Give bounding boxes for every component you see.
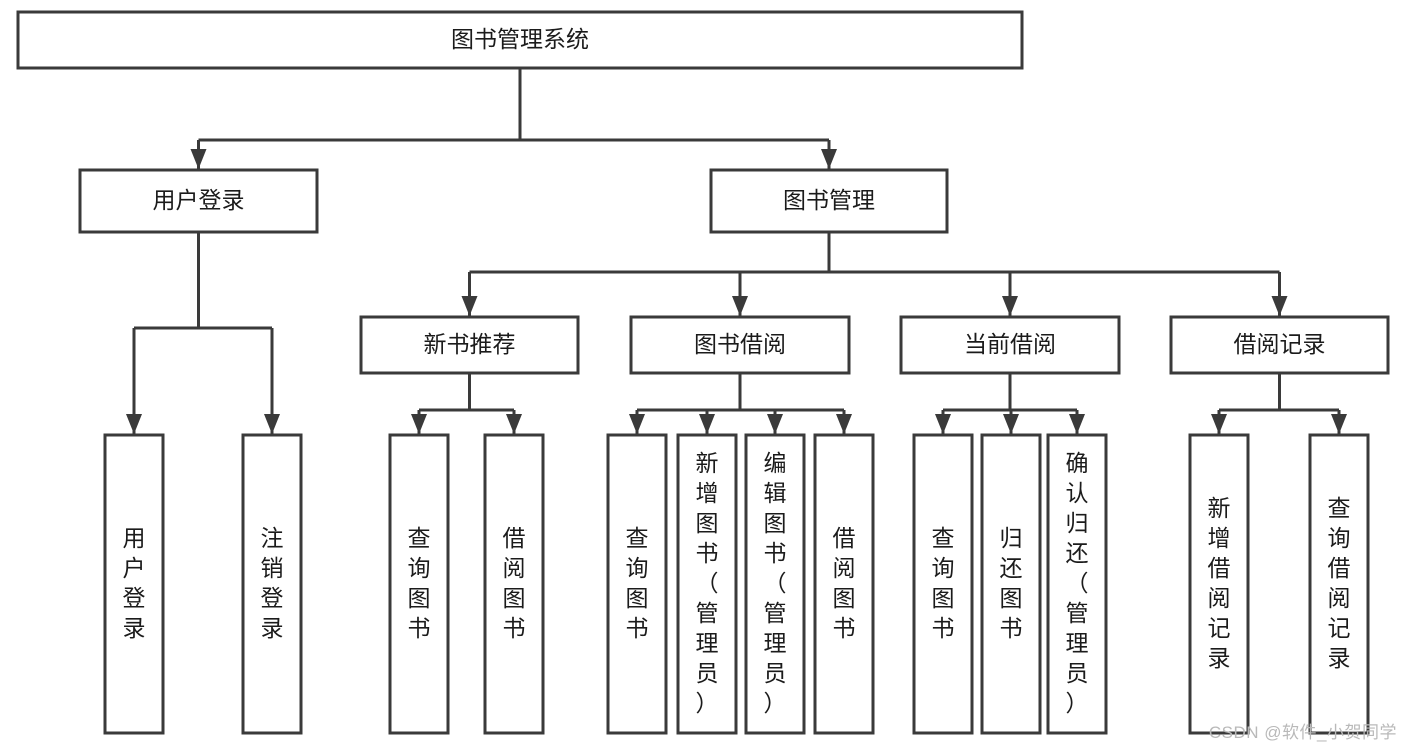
- arrow-head-icon: [1271, 296, 1288, 316]
- node-level3-0-label: 新书推荐: [424, 331, 516, 357]
- arrow-head-icon: [411, 414, 427, 434]
- node-leaf-8-rect[interactable]: [912, 433, 974, 735]
- node-level3-1-label: 图书借阅: [694, 331, 786, 357]
- arrow-head-icon: [629, 414, 645, 434]
- node-level3-1[interactable]: 图书借阅: [629, 315, 851, 375]
- arrow-head-icon: [767, 414, 783, 434]
- node-leaf-7[interactable]: 借阅图书: [813, 433, 875, 735]
- node-level2-1-rect[interactable]: [709, 168, 949, 234]
- node-leaf-12-label: 查询借阅记录: [1328, 495, 1351, 671]
- node-leaf-12-rect[interactable]: [1308, 433, 1370, 735]
- node-leaf-11-label: 新增借阅记录: [1208, 495, 1231, 671]
- node-leaf-5[interactable]: 新增图书（管理员）: [676, 433, 738, 735]
- node-leaf-4[interactable]: 查询图书: [606, 433, 668, 735]
- node-leaf-3-rect[interactable]: [483, 433, 545, 735]
- node-leaf-9-rect[interactable]: [980, 433, 1042, 735]
- node-leaf-11[interactable]: 新增借阅记录: [1188, 433, 1250, 735]
- node-leaf-10[interactable]: 确认归还（管理员）: [1046, 433, 1108, 735]
- node-leaf-10-label: 确认归还（管理员）: [1066, 450, 1089, 716]
- arrow-head-icon: [1211, 414, 1227, 434]
- node-leaf-3-label: 借阅图书: [503, 525, 526, 641]
- node-level3-2-label: 当前借阅: [964, 331, 1056, 357]
- node-leaf-6-rect[interactable]: [744, 433, 806, 735]
- arrow-head-icon: [1003, 414, 1019, 434]
- arrow-head-icon: [1331, 414, 1347, 434]
- watermark-label: CSDN @软件_小贺同学: [1208, 723, 1397, 742]
- node-level2-0-label: 用户登录: [153, 187, 245, 213]
- node-leaf-9-label: 归还图书: [1000, 525, 1023, 641]
- node-leaf-4-rect[interactable]: [606, 433, 668, 735]
- node-leaf-1-label: 注销登录: [261, 525, 284, 641]
- node-level2-0[interactable]: 用户登录: [78, 168, 319, 234]
- node-leaf-4-label: 查询图书: [626, 525, 649, 641]
- node-leaf-5-rect[interactable]: [676, 433, 738, 735]
- node-leaf-0[interactable]: 用户登录: [103, 433, 165, 735]
- arrow-head-icon: [190, 149, 207, 169]
- node-leaf-1[interactable]: 注销登录: [241, 433, 303, 735]
- node-leaf-7-rect[interactable]: [813, 433, 875, 735]
- node-level3-0-rect[interactable]: [359, 315, 580, 375]
- arrow-head-icon: [461, 296, 478, 316]
- node-leaf-9[interactable]: 归还图书: [980, 433, 1042, 735]
- node-leaf-7-label: 借阅图书: [833, 525, 856, 641]
- node-level3-3[interactable]: 借阅记录: [1169, 315, 1390, 375]
- node-leaf-0-label: 用户登录: [123, 525, 146, 641]
- node-leaf-11-rect[interactable]: [1188, 433, 1250, 735]
- node-level3-1-rect[interactable]: [629, 315, 851, 375]
- node-level3-0[interactable]: 新书推荐: [359, 315, 580, 375]
- node-root-rect[interactable]: [16, 10, 1024, 70]
- arrow-head-icon: [126, 414, 142, 434]
- node-leaf-8[interactable]: 查询图书: [912, 433, 974, 735]
- arrow-head-icon: [836, 414, 852, 434]
- node-level3-2[interactable]: 当前借阅: [899, 315, 1121, 375]
- node-level3-3-rect[interactable]: [1169, 315, 1390, 375]
- node-root-label: 图书管理系统: [451, 26, 589, 52]
- node-level2-1[interactable]: 图书管理: [709, 168, 949, 234]
- node-leaf-6[interactable]: 编辑图书（管理员）: [744, 433, 806, 735]
- node-leaf-2[interactable]: 查询图书: [388, 433, 450, 735]
- arrow-head-icon: [1002, 296, 1018, 316]
- arrow-head-icon: [935, 414, 951, 434]
- node-leaf-6-label: 编辑图书（管理员）: [764, 450, 787, 716]
- node-leaf-3[interactable]: 借阅图书: [483, 433, 545, 735]
- arrow-head-icon: [506, 414, 522, 434]
- node-level2-1-label: 图书管理: [783, 187, 875, 213]
- arrow-head-icon: [1069, 414, 1085, 434]
- node-leaf-5-label: 新增图书（管理员）: [696, 450, 719, 716]
- node-leaf-12[interactable]: 查询借阅记录: [1308, 433, 1370, 735]
- arrow-head-icon: [699, 414, 715, 434]
- node-level2-0-rect[interactable]: [78, 168, 319, 234]
- node-level3-3-label: 借阅记录: [1234, 331, 1326, 357]
- node-leaf-2-rect[interactable]: [388, 433, 450, 735]
- node-level3-2-rect[interactable]: [899, 315, 1121, 375]
- arrow-head-icon: [264, 414, 280, 434]
- arrow-head-icon: [732, 296, 748, 316]
- node-root[interactable]: 图书管理系统: [16, 10, 1024, 70]
- node-leaf-10-rect[interactable]: [1046, 433, 1108, 735]
- node-leaf-0-rect[interactable]: [103, 433, 165, 735]
- node-leaf-1-rect[interactable]: [241, 433, 303, 735]
- node-leaf-2-label: 查询图书: [408, 525, 431, 641]
- arrow-head-icon: [821, 149, 837, 169]
- node-leaf-8-label: 查询图书: [932, 525, 955, 641]
